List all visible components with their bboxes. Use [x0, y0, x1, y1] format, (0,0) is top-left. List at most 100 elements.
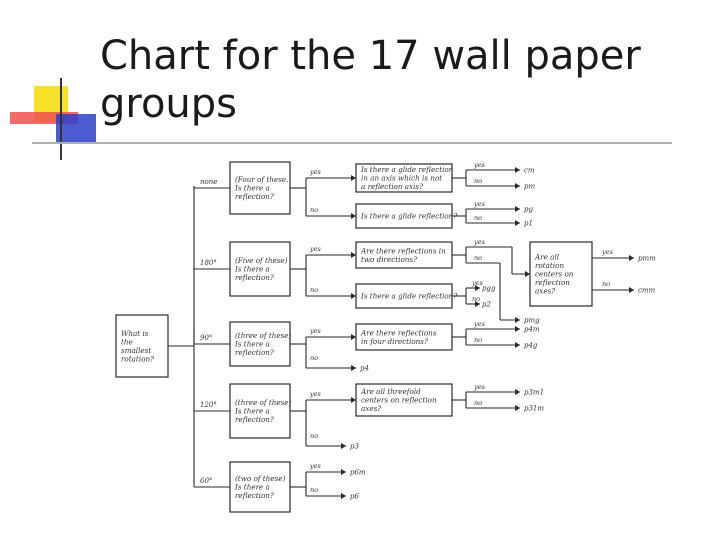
arrow-head — [351, 175, 356, 181]
branch-question-2-text: reflection? — [235, 348, 274, 357]
answer-yes: yes — [309, 327, 322, 335]
group-label-pm: pm — [524, 183, 535, 191]
final-question-node-text: Are all — [534, 253, 559, 262]
rotation-label-4: 60° — [200, 477, 212, 485]
group-label-pmg: pmg — [524, 317, 540, 325]
subquestion-2-text: Are there reflections in — [360, 246, 446, 255]
branch-question-1-text: reflection? — [235, 273, 274, 282]
branch-question-0-text: reflection? — [235, 192, 274, 201]
rotation-label-3: 120° — [200, 401, 217, 409]
group-label-p6: p6 — [350, 493, 359, 501]
group-label-p31m: p31m — [524, 405, 544, 413]
branch-question-2-box — [229, 321, 291, 367]
group-label-cmm: cmm — [638, 287, 656, 295]
arrow-head — [525, 271, 530, 277]
answer-no: no — [310, 432, 318, 440]
branch-question-4-text: (two of these) — [235, 474, 285, 483]
subquestion-4-text: in four directions? — [361, 337, 428, 346]
root-question-node-text: smallest — [121, 346, 151, 355]
arrow-head — [351, 252, 356, 258]
subquestion-0-text: a reflection axis? — [361, 182, 423, 191]
group-label-p4: p4 — [360, 365, 369, 373]
arrow-head — [351, 293, 356, 299]
subquestion-2-box — [355, 241, 453, 269]
slide-title-line-1: Chart for the 17 wall paper — [100, 33, 641, 79]
group-label-p4m: p4m — [524, 326, 540, 334]
arrow-head — [475, 301, 480, 307]
branch-question-1-text: Is there a — [234, 265, 270, 274]
branch-question-3-text: reflection? — [235, 415, 274, 424]
answer-yes: yes — [473, 238, 486, 246]
subquestion-3: Is there a glide reflection? — [355, 283, 457, 309]
arrow-head — [515, 326, 520, 332]
subquestion-5-text: axes? — [361, 404, 381, 413]
rotation-label-2: 90° — [200, 334, 212, 342]
subquestion-2-text: two directions? — [361, 255, 417, 264]
arrow-head — [351, 334, 356, 340]
group-label-pmm: pmm — [638, 255, 656, 263]
answer-yes: yes — [601, 248, 614, 256]
group-label-p3m1: p3m1 — [524, 389, 544, 397]
arrow-head — [341, 493, 346, 499]
arrow-head — [351, 365, 356, 371]
arrow-head — [515, 342, 520, 348]
decor-blue-square — [56, 114, 96, 144]
answer-yes: yes — [473, 320, 486, 328]
group-label-p2: p2 — [482, 301, 491, 309]
branch-question-2-text: (three of these) — [235, 331, 292, 340]
subquestion-0-text: in an axis which is not — [361, 174, 442, 183]
arrow-head — [351, 213, 356, 219]
subquestion-1-text: Is there a glide reflection? — [360, 212, 457, 221]
arrow-head — [515, 405, 520, 411]
title-underline — [32, 142, 672, 144]
answer-no: no — [474, 254, 482, 262]
subquestion-0-text: Is there a glide reflection — [360, 165, 454, 174]
answer-yes: yes — [473, 161, 486, 169]
arrow-head — [515, 389, 520, 395]
branch-question-4-text: reflection? — [235, 491, 274, 500]
slide-title: Chart for the 17 wall paper groups — [100, 32, 700, 128]
final-question-node-text: centers on — [535, 270, 574, 279]
arrow-head — [629, 255, 634, 261]
answer-no: no — [474, 177, 482, 185]
answer-yes: yes — [473, 383, 486, 391]
subquestion-4-text: Are there reflections — [360, 328, 437, 337]
answer-yes: yes — [309, 245, 322, 253]
group-label-pg: pg — [524, 206, 533, 214]
answer-no: no — [602, 280, 610, 288]
answer-no: no — [474, 214, 482, 222]
decor-vertical-line — [60, 78, 62, 160]
rotation-label-0: none — [200, 178, 217, 186]
subquestion-1-box — [355, 203, 453, 229]
subquestion-5-text: centers on reflection — [361, 396, 437, 405]
final-question-node-text: axes? — [535, 287, 555, 296]
final-question-node-text: rotation — [535, 261, 564, 270]
root-question-node-text: the — [121, 337, 133, 346]
arrow-head — [515, 206, 520, 212]
root-question-node-box — [115, 314, 169, 378]
branch-question-3-text: (three of these) — [235, 398, 292, 407]
arrow-head — [515, 183, 520, 189]
branch-question-0-box — [229, 161, 291, 215]
answer-no: no — [472, 295, 480, 303]
branch-question-2-text: Is there a — [234, 340, 270, 349]
answer-no: no — [310, 486, 318, 494]
branch-question-1-text: (Five of these) — [235, 256, 288, 265]
answer-yes: yes — [309, 462, 322, 470]
arrow-head — [515, 317, 520, 323]
answer-yes: yes — [471, 279, 484, 287]
answer-no: no — [310, 206, 318, 214]
group-label-p6m: p6m — [350, 469, 366, 477]
arrow-head — [515, 167, 520, 173]
answer-no: no — [310, 354, 318, 362]
answer-yes: yes — [473, 200, 486, 208]
branch-question-0-text: Is there a — [234, 184, 270, 193]
